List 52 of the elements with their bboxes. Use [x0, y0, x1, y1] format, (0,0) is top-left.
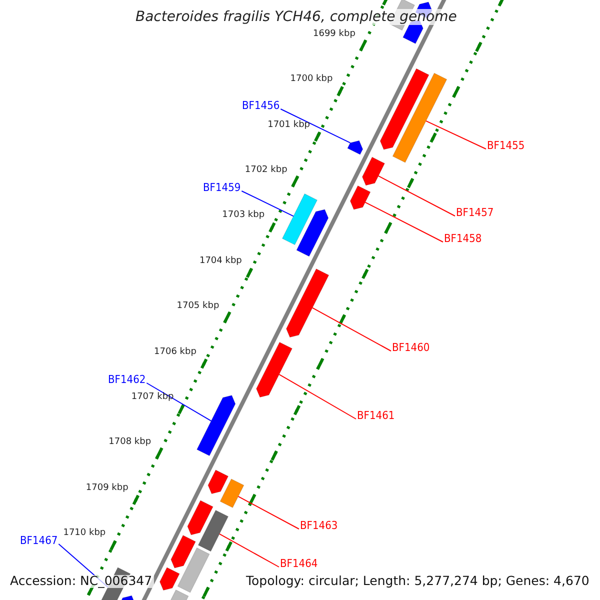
gene-bar [296, 209, 329, 257]
gene-label: BF1462 [108, 374, 146, 385]
gene-label: BF1458 [444, 233, 482, 244]
gene-label: BF1467 [20, 535, 58, 546]
leader-line [241, 190, 294, 217]
gene-bar [380, 68, 430, 150]
tick-label: 1701 kbp [268, 120, 310, 130]
gene-label: BF1460 [392, 342, 430, 353]
gene-bar [159, 567, 180, 591]
leader-line [280, 108, 351, 144]
gene-bar [208, 470, 229, 494]
gene-label: BF1455 [487, 140, 525, 151]
tick-label: 1710 kbp [63, 529, 106, 538]
gene-label: BF1464 [280, 558, 318, 569]
gene-bar [256, 342, 293, 398]
tick-label: 1705 kbp [176, 302, 220, 312]
tick-label: 1702 kbp [244, 166, 288, 175]
leader-line [364, 202, 444, 242]
gene-bar [350, 185, 371, 210]
leader-line [238, 496, 300, 530]
leader-line [426, 120, 486, 150]
gene-bar [196, 395, 236, 456]
gene-bar [220, 478, 244, 508]
accession-text: Accession: NC_006347 [8, 575, 154, 588]
tick-label: 1703 kbp [222, 211, 265, 220]
tick-label: 1704 kbp [199, 256, 242, 266]
tick-label: 1708 kbp [108, 438, 152, 448]
leader-line [278, 374, 356, 420]
gene-label: BF1457 [456, 207, 494, 218]
tick-label: 1707 kbp [131, 393, 174, 402]
gene-label: BF1459 [203, 182, 241, 193]
gene-bar [187, 500, 214, 536]
tick-label: 1699 kbp [313, 30, 356, 39]
gene-label: BF1461 [357, 410, 395, 421]
genome-info-text: Topology: circular; Length: 5,277,274 bp; Genes: 4,670 [244, 575, 592, 588]
tick-label: 1706 kbp [154, 348, 196, 357]
leader-line [378, 175, 456, 216]
leader-line [312, 307, 392, 352]
gene-bar [170, 534, 196, 568]
gene-label: BF1463 [300, 520, 338, 531]
gene-bar [362, 156, 386, 186]
gene-bar [282, 193, 318, 246]
gene-bar [392, 72, 448, 163]
tick-label: 1709 kbp [86, 484, 128, 493]
gene-bar [347, 140, 364, 155]
gene-label: BF1456 [242, 100, 280, 111]
gene-bar [177, 547, 210, 593]
leader-line [218, 533, 280, 568]
gene-bar [198, 510, 229, 552]
gene-bar [286, 268, 330, 338]
tick-label: 1700 kbp [290, 75, 333, 84]
leader-line [146, 382, 212, 422]
